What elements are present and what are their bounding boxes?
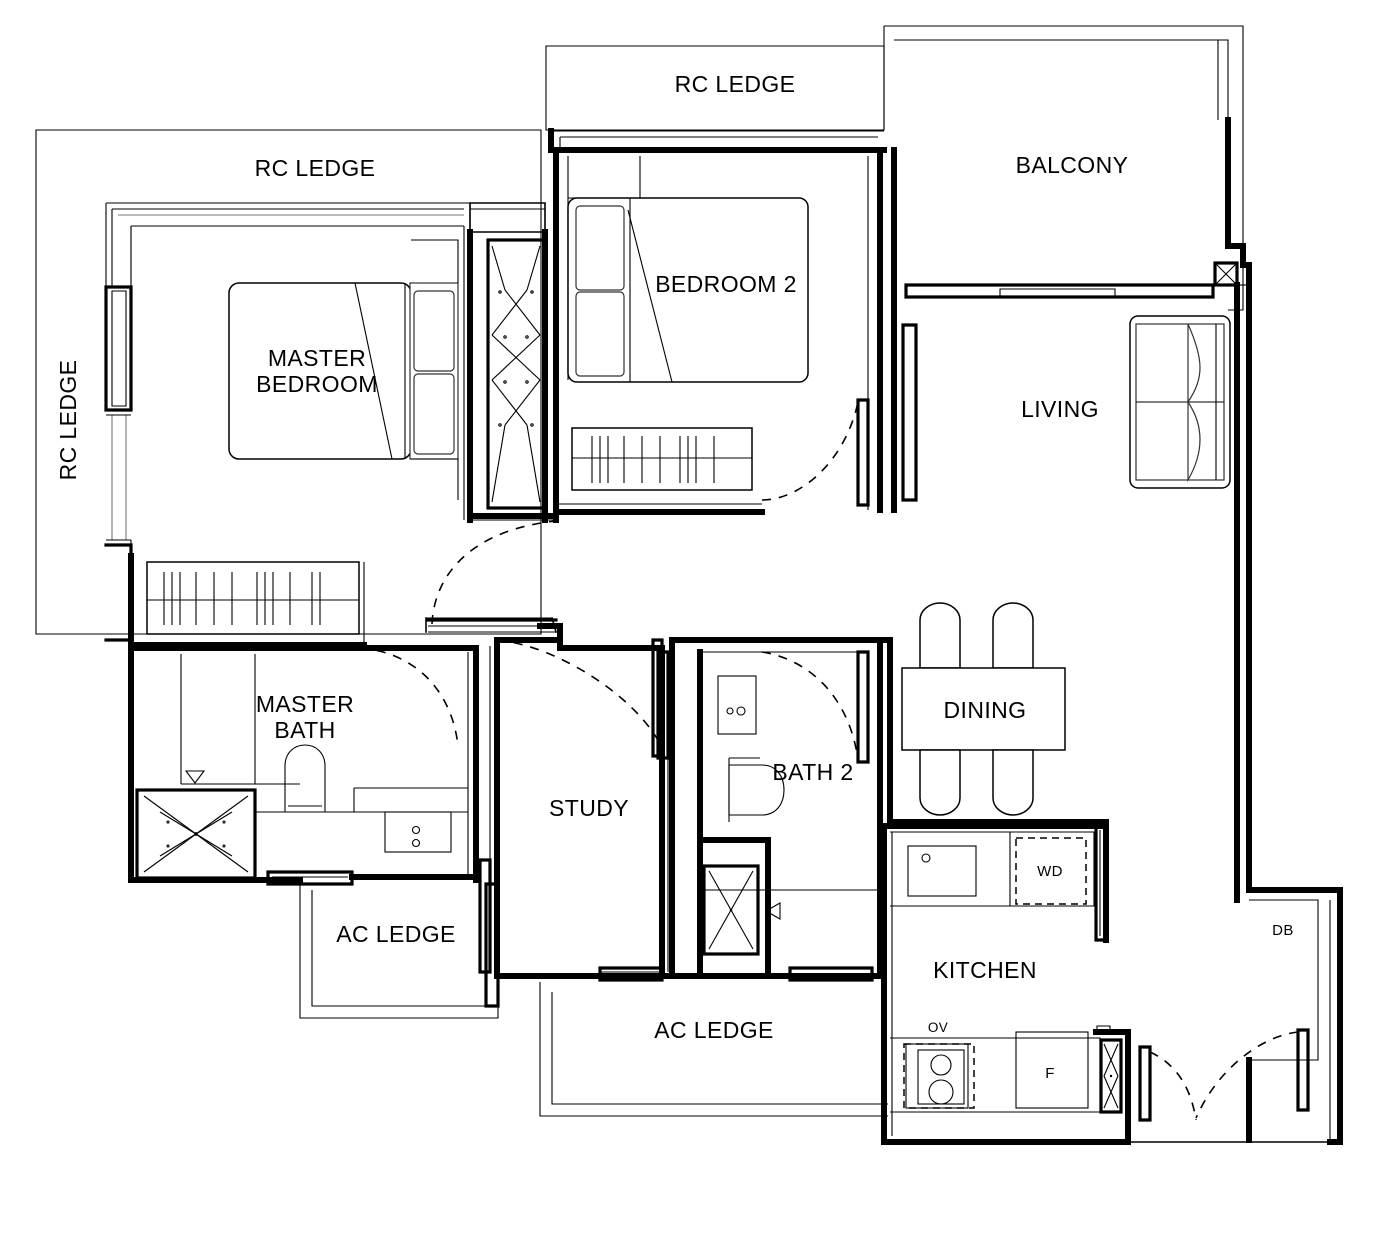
label-living: LIVING xyxy=(1021,396,1099,422)
label-f: F xyxy=(1045,1065,1055,1082)
label-rc-ledge-top: RC LEDGE xyxy=(675,71,796,97)
label-master-bath-line2: BATH xyxy=(274,717,335,743)
entrance-structure xyxy=(1127,887,1343,1145)
label-master-bedroom-line1: MASTER xyxy=(268,345,366,371)
master-bedroom-structure xyxy=(104,202,546,651)
appliance-labels: WD DB OV F xyxy=(928,863,1294,1082)
label-master-bath-line1: MASTER xyxy=(256,691,354,717)
label-master-bedroom-line2: BEDROOM xyxy=(256,371,378,397)
bedroom2-structure xyxy=(548,128,897,523)
label-rc-ledge-left: RC LEDGE xyxy=(55,360,81,481)
label-study: STUDY xyxy=(549,795,629,821)
label-rc-ledge-left-top: RC LEDGE xyxy=(255,155,376,181)
label-bedroom-2: BEDROOM 2 xyxy=(655,271,797,297)
ac-ledge-left-structure xyxy=(299,882,500,1019)
ac-ledge-bottom-structure xyxy=(494,973,888,1117)
label-ov: OV xyxy=(928,1020,948,1035)
center-wardrobe-column xyxy=(467,229,559,523)
bath2-structure xyxy=(598,637,883,982)
label-ac-ledge-bottom: AC LEDGE xyxy=(654,1017,774,1043)
misc-details xyxy=(426,617,893,643)
label-ac-ledge-left: AC LEDGE xyxy=(336,921,456,947)
kitchen-structure xyxy=(881,823,1131,1145)
label-bath-2: BATH 2 xyxy=(772,759,853,785)
label-balcony: BALCONY xyxy=(1016,152,1129,178)
room-labels: RC LEDGE RC LEDGE RC LEDGE BALCONY BEDRO… xyxy=(55,71,1128,1043)
label-dining: DINING xyxy=(944,697,1027,723)
label-kitchen: KITCHEN xyxy=(933,957,1037,983)
balcony-living-structure xyxy=(894,39,1252,903)
label-wd: WD xyxy=(1037,863,1063,880)
dining-structure xyxy=(879,602,1109,825)
label-db: DB xyxy=(1272,922,1294,939)
master-bath-structure xyxy=(128,645,479,886)
